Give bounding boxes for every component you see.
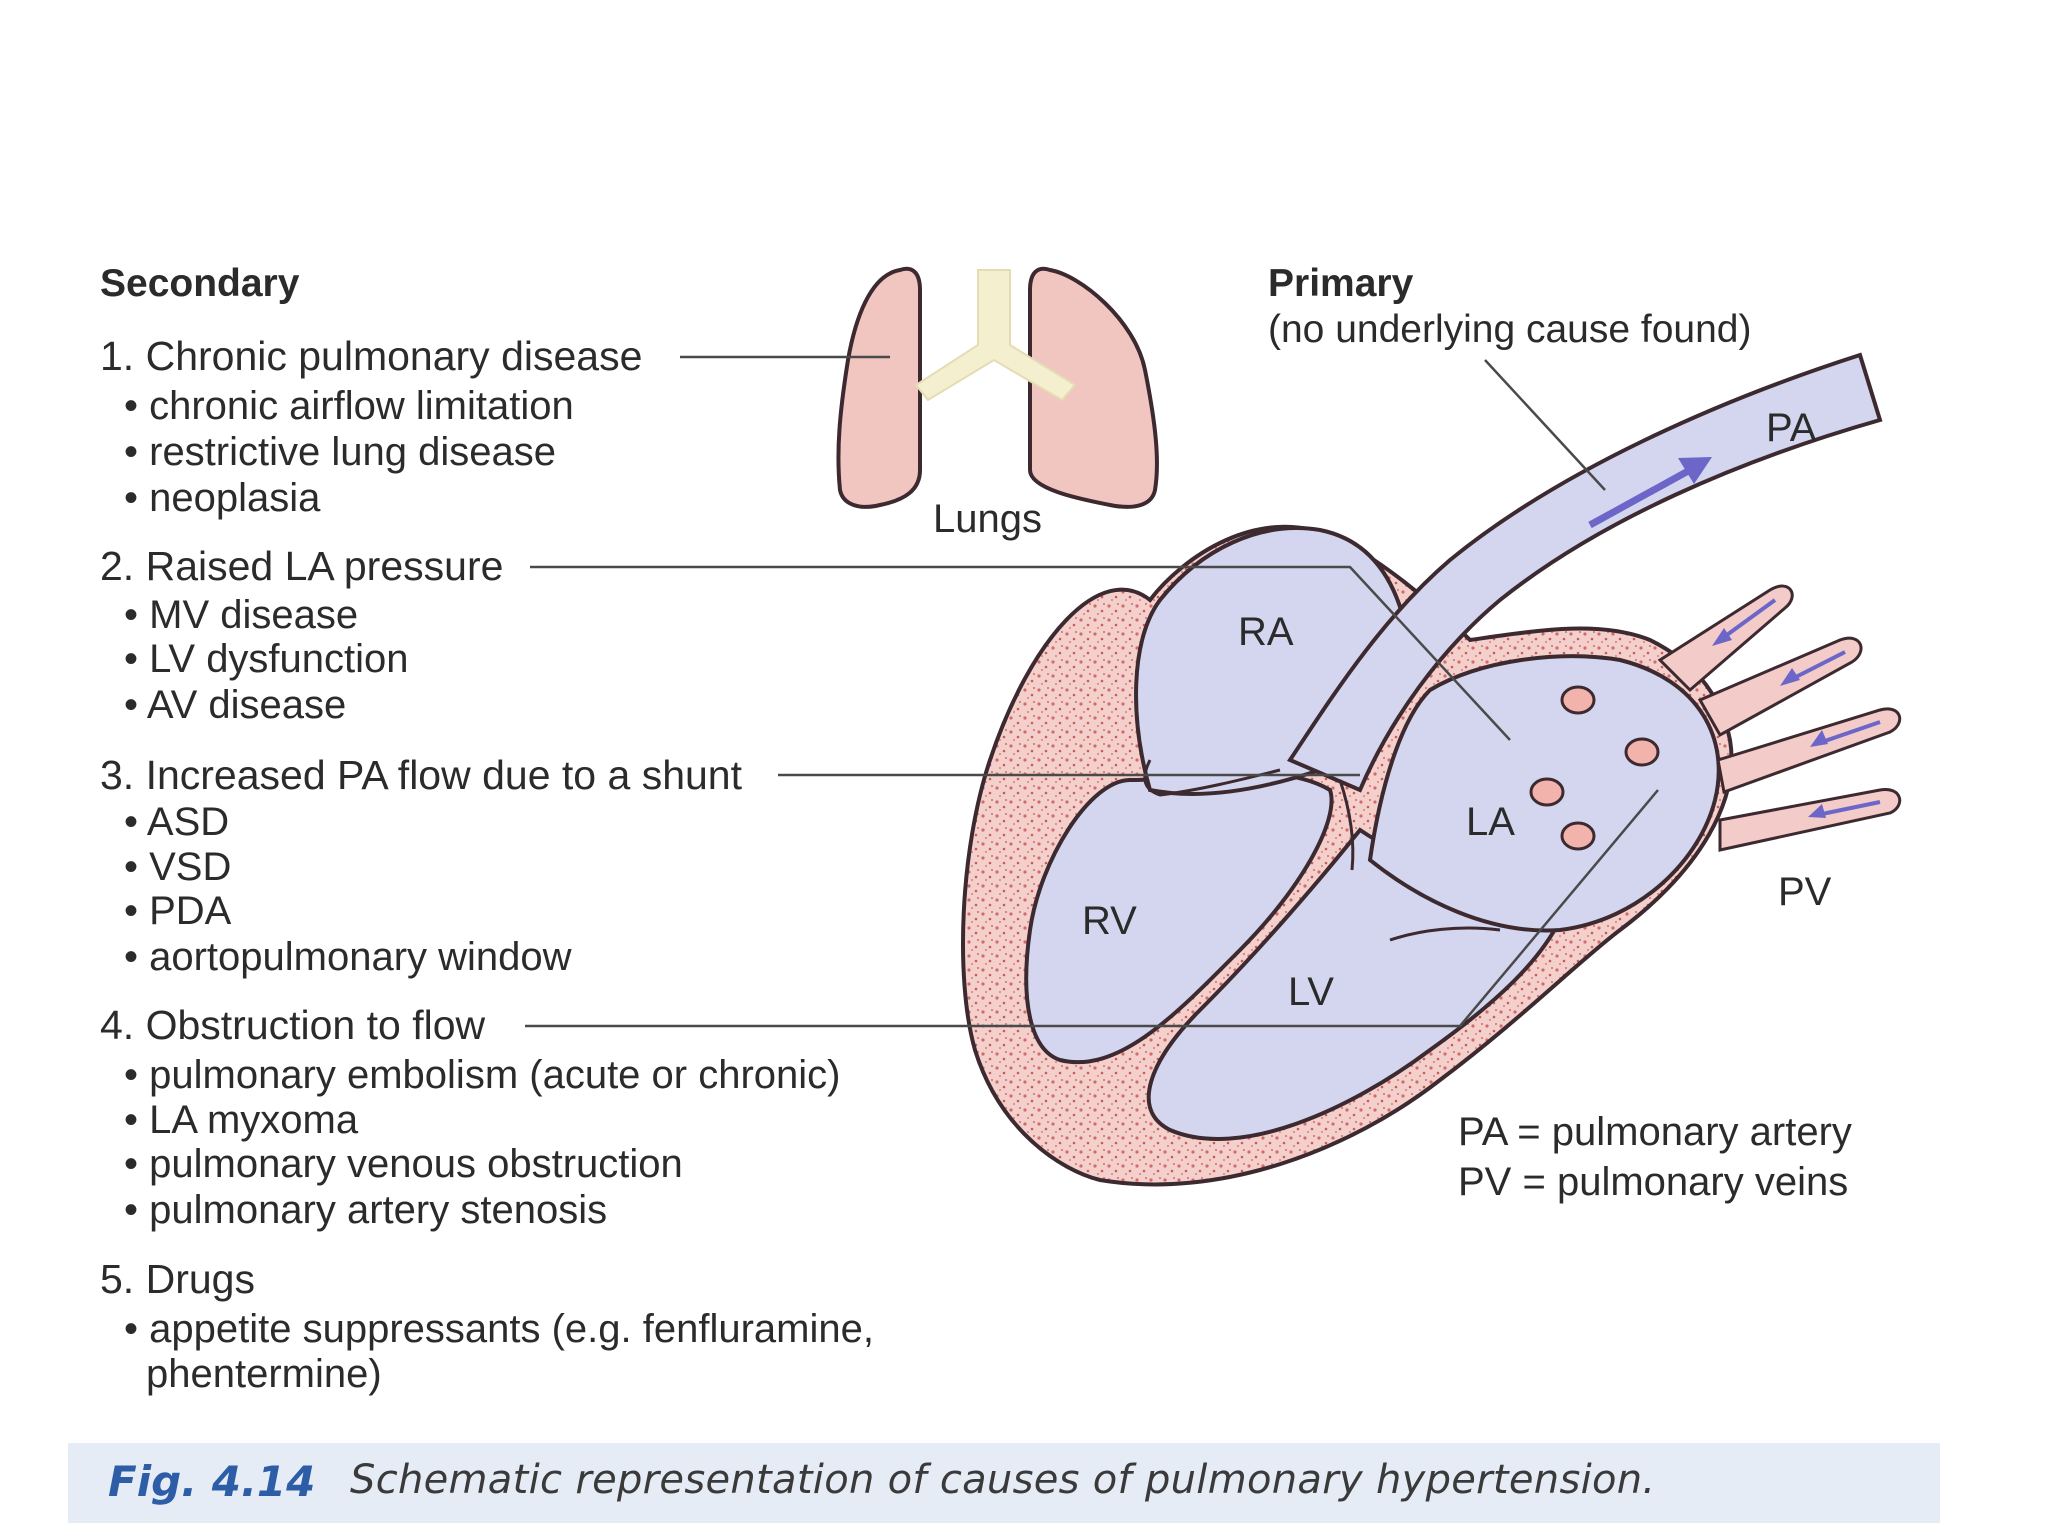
leader-primary — [1484, 359, 1606, 491]
cause-3-bullet-2: • VSD — [124, 845, 232, 889]
cause-5-title: 5. Drugs — [100, 1256, 255, 1302]
pv-ostium-4 — [1560, 821, 1596, 851]
legend-pv: PV = pulmonary veins — [1458, 1160, 1849, 1204]
tricuspid-leaflet — [1143, 759, 1281, 797]
cause-4-bullet-2: • LA myxoma — [124, 1098, 359, 1142]
rv-label: RV — [1082, 899, 1137, 943]
cause-1-bullet-1: • chronic airflow limitation — [124, 384, 574, 428]
cause-3-bullet-4: • aortopulmonary window — [124, 935, 572, 979]
septal-leaflet — [1338, 779, 1355, 871]
cause-1-bullet-2: • restrictive lung disease — [124, 430, 556, 474]
right-ventricle — [1024, 771, 1334, 1065]
cause-3-bullet-1: • ASD — [124, 800, 230, 844]
cause-2-bullet-1: • MV disease — [124, 593, 359, 637]
lungs-illustration — [836, 266, 1159, 509]
pv-arrow-4 — [1821, 800, 1881, 816]
pv-arrowhead-2 — [1780, 668, 1800, 686]
cause-4-bullet-3: • pulmonary venous obstruction — [124, 1142, 683, 1186]
flow-arrows — [1588, 457, 1881, 818]
cause-4-bullet-1: • pulmonary embolism (acute or chronic) — [124, 1053, 841, 1097]
cause-1-bullet-3: • neoplasia — [124, 476, 321, 520]
pv-arrow-3 — [1821, 720, 1881, 744]
cause-5-bullet-1: • appetite suppressants (e.g. fenflurami… — [124, 1307, 874, 1351]
cause-2-bullet-3: • AV disease — [124, 683, 347, 727]
ra-label: RA — [1238, 610, 1294, 654]
pa-flow-arrowhead — [1678, 457, 1712, 484]
valve-leaflets — [1143, 759, 1501, 942]
pv-ostium-1 — [1560, 685, 1596, 715]
pv-ostium-3 — [1529, 777, 1565, 807]
primary-subtitle: (no underlying cause found) — [1268, 308, 1752, 351]
cause-2-title: 2. Raised LA pressure — [100, 543, 504, 589]
pv-flow-arrows — [1712, 598, 1881, 818]
mitral-leaflet — [1389, 926, 1501, 942]
la-label: LA — [1466, 800, 1515, 844]
pv-ostium-2 — [1624, 737, 1660, 767]
leader-obstruction — [525, 789, 1659, 1028]
legend-pa: PA = pulmonary artery — [1458, 1110, 1852, 1154]
pv-arrowhead-3 — [1810, 730, 1828, 747]
left-lung — [836, 266, 922, 509]
trachea — [914, 269, 1077, 402]
cause-3-title: 3. Increased PA flow due to a shunt — [100, 752, 742, 798]
figure-caption: Fig. 4.14 Schematic representation of ca… — [68, 1443, 1940, 1523]
cause-4-title: 4. Obstruction to flow — [100, 1002, 486, 1048]
primary-heading: Primary — [1268, 262, 1414, 305]
pulmonary-vein-4 — [1718, 788, 1902, 852]
pa-flow-arrow — [1588, 466, 1692, 529]
pv-arrowhead-1 — [1712, 628, 1732, 646]
secondary-heading: Secondary — [100, 262, 300, 305]
figure-number: Fig. 4.14 — [108, 1457, 316, 1506]
pulmonary-artery — [1287, 352, 1883, 793]
leader-lines — [525, 355, 1659, 1028]
pv-arrow-2 — [1789, 650, 1846, 682]
pv-arrow-1 — [1718, 598, 1777, 642]
lungs-label: Lungs — [933, 497, 1042, 541]
cause-1-title: 1. Chronic pulmonary disease — [100, 333, 643, 379]
cause-4-bullet-4: • pulmonary artery stenosis — [124, 1188, 608, 1232]
cause-2-bullet-2: • LV dysfunction — [124, 637, 409, 681]
leader-raised-la — [530, 565, 1511, 741]
lv-label: LV — [1288, 970, 1334, 1014]
pv-label: PV — [1778, 870, 1832, 914]
cause-3-bullet-3: • PDA — [124, 889, 232, 933]
pv-ostia — [1529, 685, 1660, 851]
pa-label: PA — [1766, 406, 1817, 450]
figure-caption-text: Schematic representation of causes of pu… — [350, 1457, 1656, 1503]
cause-5-bullet-2: phentermine) — [146, 1352, 382, 1396]
pv-arrowhead-4 — [1808, 804, 1826, 818]
